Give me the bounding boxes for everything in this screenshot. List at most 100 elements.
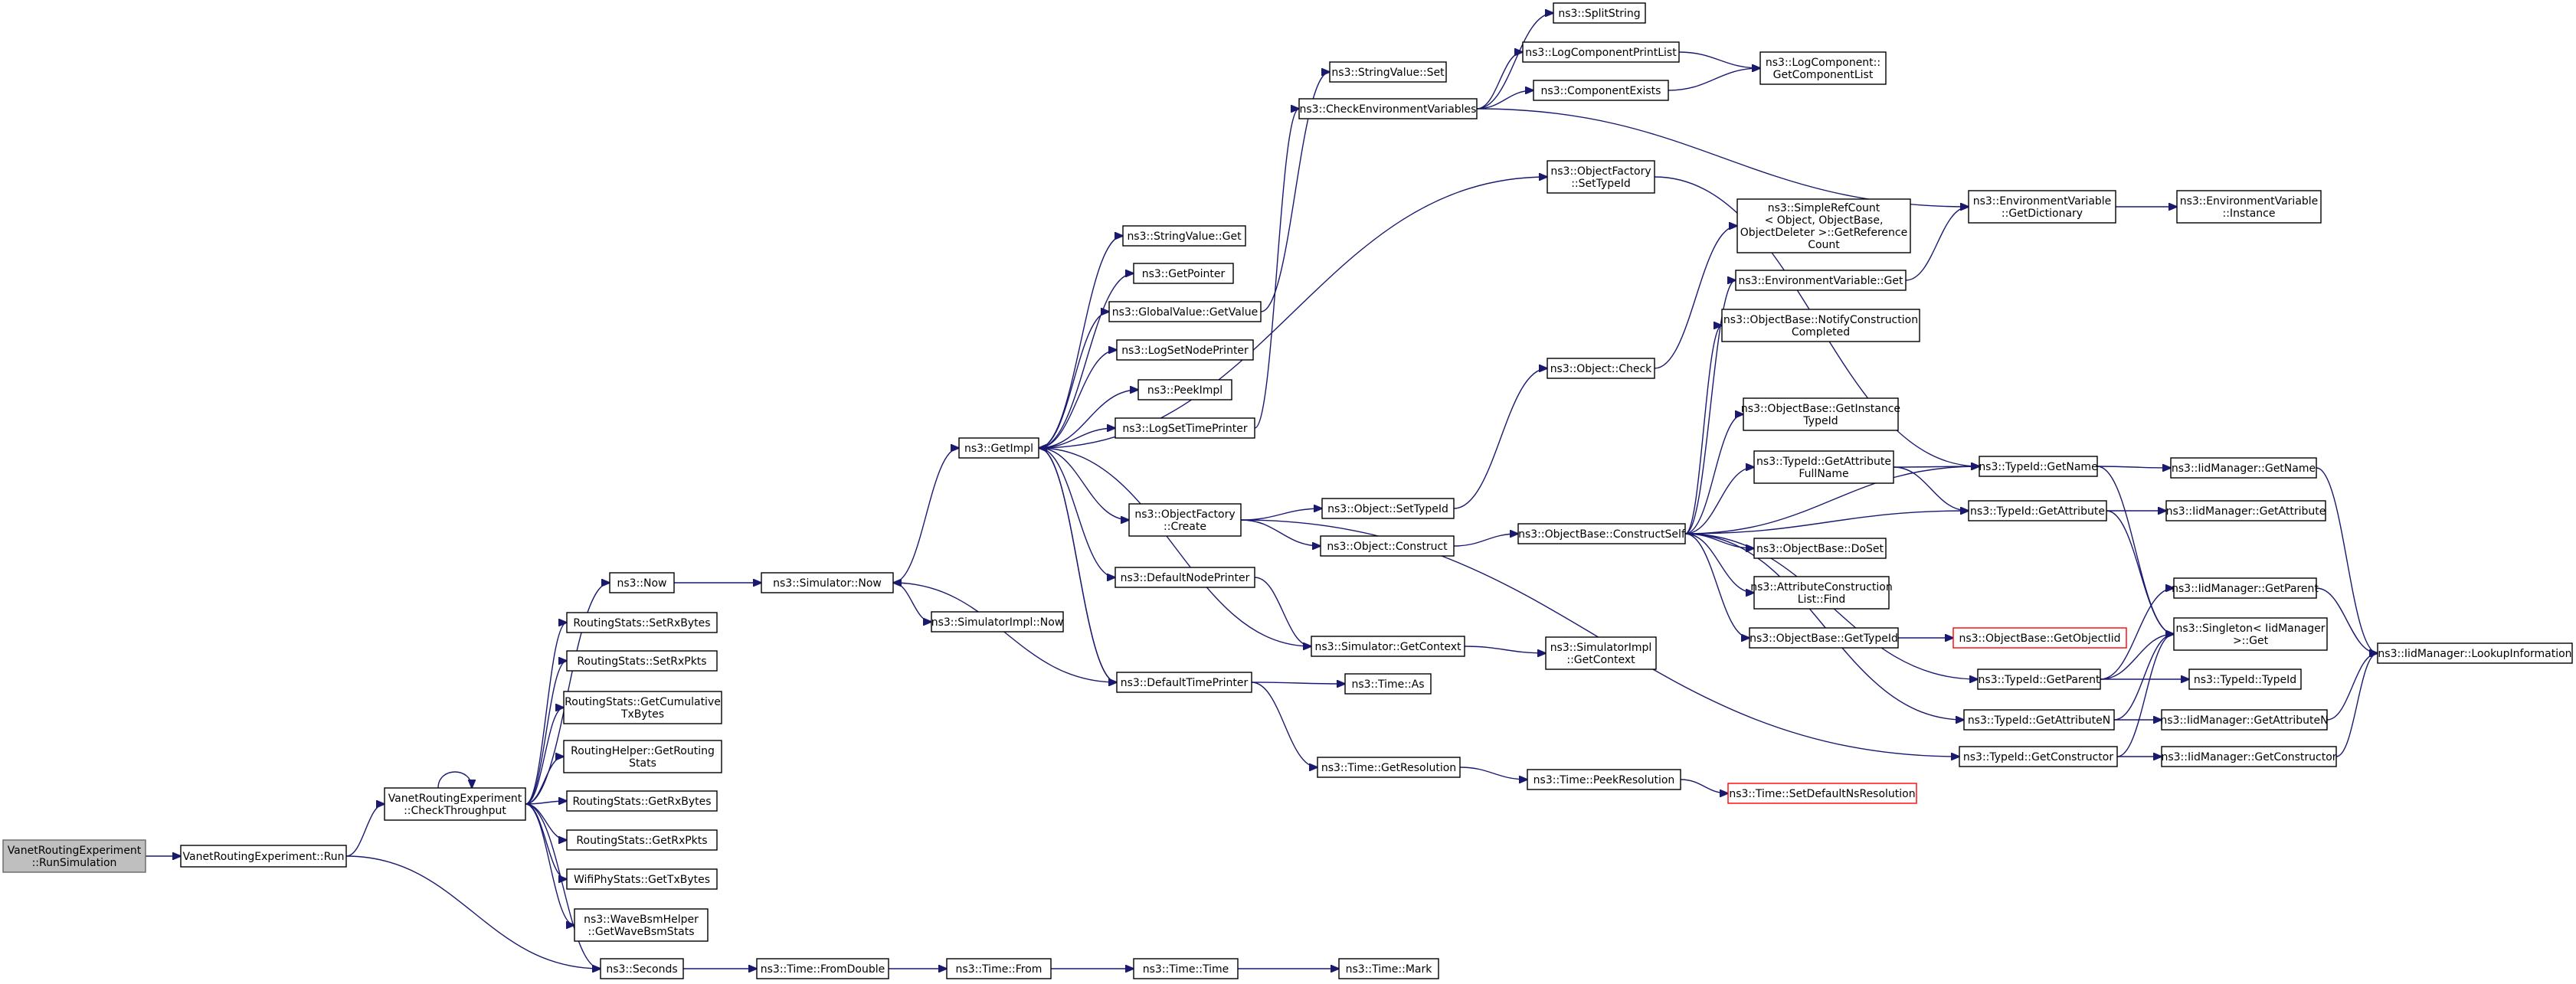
node-box[interactable] xyxy=(566,829,718,851)
node-box[interactable] xyxy=(609,572,675,593)
node-box[interactable] xyxy=(1116,339,1254,361)
node-get-pointer[interactable]: ns3::GetPointer xyxy=(1133,263,1234,284)
node-default-time[interactable]: ns3::DefaultTimePrinter xyxy=(1116,672,1252,693)
node-sim-now[interactable]: ns3::Simulator::Now xyxy=(761,572,894,593)
node-time-peek-res[interactable]: ns3::Time::PeekResolution xyxy=(1527,769,1681,790)
node-box[interactable] xyxy=(1108,301,1262,322)
node-peek-impl[interactable]: ns3::PeekImpl xyxy=(1137,379,1232,400)
node-iid-get-constructor[interactable]: ns3::IidManager::GetConstructor xyxy=(2161,746,2337,767)
node-get-impl[interactable]: ns3::GetImpl xyxy=(958,437,1039,459)
node-get-rx-bytes[interactable]: RoutingStats::GetRxBytes xyxy=(566,790,718,812)
node-box[interactable] xyxy=(1133,263,1234,284)
node-box[interactable] xyxy=(1517,523,1686,544)
node-box[interactable] xyxy=(1116,672,1252,693)
node-now[interactable]: ns3::Now xyxy=(609,572,675,593)
node-box[interactable] xyxy=(1968,500,2107,521)
node-tid-get-attribute[interactable]: ns3::TypeId::GetAttribute xyxy=(1968,500,2107,521)
node-default-node[interactable]: ns3::DefaultNodePrinter xyxy=(1115,567,1255,588)
node-of-set-typeid[interactable]: ns3::ObjectFactory::SetTypeId xyxy=(1547,160,1655,194)
node-gv-getvalue[interactable]: ns3::GlobalValue::GetValue xyxy=(1108,301,1262,322)
node-box[interactable] xyxy=(761,572,894,593)
node-box[interactable] xyxy=(1329,61,1447,83)
node-box[interactable] xyxy=(1115,417,1255,439)
node-box[interactable] xyxy=(1753,538,1887,559)
node-box[interactable] xyxy=(2173,577,2317,599)
node-box[interactable] xyxy=(563,740,722,773)
node-iid-lookup[interactable]: ns3::IidManager::LookupInformation xyxy=(2377,642,2573,664)
node-box[interactable] xyxy=(1128,503,1242,537)
node-wave-bsm[interactable]: ns3::WaveBsmHelper::GetWaveBsmStats xyxy=(574,908,709,942)
node-box[interactable] xyxy=(1968,190,2116,224)
node-ob-construct-self[interactable]: ns3::ObjectBase::ConstructSelf xyxy=(1517,523,1686,544)
node-singleton-get[interactable]: ns3::Singleton< IidManager>::Get xyxy=(2173,617,2328,651)
node-box[interactable] xyxy=(1727,783,1917,804)
node-simimpl-ctx[interactable]: ns3::SimulatorImpl::GetContext xyxy=(1545,636,1657,670)
node-ob-get-typeid[interactable]: ns3::ObjectBase::GetTypeId xyxy=(1749,627,1899,649)
node-box[interactable] xyxy=(1317,757,1461,778)
node-box[interactable] xyxy=(1547,160,1655,194)
node-box[interactable] xyxy=(1115,567,1255,588)
node-box[interactable] xyxy=(1753,576,1890,610)
node-tid-get-constructor[interactable]: ns3::TypeId::GetConstructor xyxy=(1959,746,2118,767)
node-tid-get-name[interactable]: ns3::TypeId::GetName xyxy=(1979,456,2098,477)
node-sim-get-context[interactable]: ns3::Simulator::GetContext xyxy=(1311,636,1465,657)
node-simimpl-now[interactable]: ns3::SimulatorImpl::Now xyxy=(931,611,1064,633)
node-box[interactable] xyxy=(2176,190,2322,224)
node-log-comp-get-list[interactable]: ns3::LogComponent::GetComponentList xyxy=(1759,51,1887,85)
node-box[interactable] xyxy=(180,845,347,868)
node-run-sim[interactable]: VanetRoutingExperiment::RunSimulation xyxy=(2,839,146,873)
node-env-instance[interactable]: ns3::EnvironmentVariable::Instance xyxy=(2176,190,2322,224)
node-ob-get-object-iid[interactable]: ns3::ObjectBase::GetObjectIid xyxy=(1952,627,2127,649)
node-box[interactable] xyxy=(2161,709,2328,731)
node-time-get-res[interactable]: ns3::Time::GetResolution xyxy=(1317,757,1461,778)
node-box[interactable] xyxy=(1547,358,1655,379)
node-obj-set-typeid[interactable]: ns3::Object::SetTypeId xyxy=(1321,498,1455,519)
node-check-env[interactable]: ns3::CheckEnvironmentVariables xyxy=(1298,98,1478,119)
node-box[interactable] xyxy=(1721,309,1920,342)
node-box[interactable] xyxy=(1979,456,2098,477)
node-time-from[interactable]: ns3::Time::From xyxy=(946,958,1052,979)
node-box[interactable] xyxy=(1298,98,1478,119)
node-box[interactable] xyxy=(2188,669,2302,690)
node-seconds[interactable]: ns3::Seconds xyxy=(600,958,684,979)
node-obj-construct[interactable]: ns3::Object::Construct xyxy=(1320,535,1455,557)
node-box[interactable] xyxy=(1133,958,1239,979)
node-box[interactable] xyxy=(1749,627,1899,649)
node-box[interactable] xyxy=(574,908,709,942)
node-set-rx-pkts[interactable]: RoutingStats::SetRxPkts xyxy=(566,650,718,672)
node-box[interactable] xyxy=(1959,746,2118,767)
node-box[interactable] xyxy=(2161,746,2337,767)
node-time-mark[interactable]: ns3::Time::Mark xyxy=(1338,958,1439,979)
node-time-set-default[interactable]: ns3::Time::SetDefaultNsResolution xyxy=(1727,783,1917,804)
node-box[interactable] xyxy=(1338,958,1439,979)
node-tid-get-parent[interactable]: ns3::TypeId::GetParent xyxy=(1977,669,2101,690)
node-box[interactable] xyxy=(566,790,718,812)
node-box[interactable] xyxy=(1743,397,1899,431)
node-box[interactable] xyxy=(566,650,718,672)
node-box[interactable] xyxy=(958,437,1039,459)
node-from-double[interactable]: ns3::Time::FromDouble xyxy=(756,958,889,979)
node-box[interactable] xyxy=(1977,669,2101,690)
node-tid-typeid[interactable]: ns3::TypeId::TypeId xyxy=(2188,669,2302,690)
node-env-get[interactable]: ns3::EnvironmentVariable::Get xyxy=(1735,270,1907,291)
node-time-time[interactable]: ns3::Time::Time xyxy=(1133,958,1239,979)
node-comp-exists[interactable]: ns3::ComponentExists xyxy=(1533,80,1669,101)
node-iid-get-attribute[interactable]: ns3::IidManager::GetAttribute xyxy=(2165,500,2326,521)
node-split-string[interactable]: ns3::SplitString xyxy=(1553,2,1646,24)
node-box[interactable] xyxy=(2377,642,2573,664)
node-simple-ref[interactable]: ns3::SimpleRefCount< Object, ObjectBase,… xyxy=(1736,198,1911,253)
node-box[interactable] xyxy=(1122,225,1246,247)
node-box[interactable] xyxy=(1753,450,1894,484)
node-log-set-node[interactable]: ns3::LogSetNodePrinter xyxy=(1116,339,1254,361)
node-box[interactable] xyxy=(1321,498,1455,519)
node-tid-get-attr-n[interactable]: ns3::TypeId::GetAttributeN xyxy=(1963,709,2115,731)
node-box[interactable] xyxy=(2173,617,2328,651)
node-env-get-dict[interactable]: ns3::EnvironmentVariable::GetDictionary xyxy=(1968,190,2116,224)
node-run[interactable]: VanetRoutingExperiment::Run xyxy=(180,845,347,868)
node-box[interactable] xyxy=(566,612,718,633)
node-box[interactable] xyxy=(1527,769,1681,790)
node-box[interactable] xyxy=(1320,535,1455,557)
node-box[interactable] xyxy=(1952,627,2127,649)
node-box[interactable] xyxy=(566,868,718,890)
